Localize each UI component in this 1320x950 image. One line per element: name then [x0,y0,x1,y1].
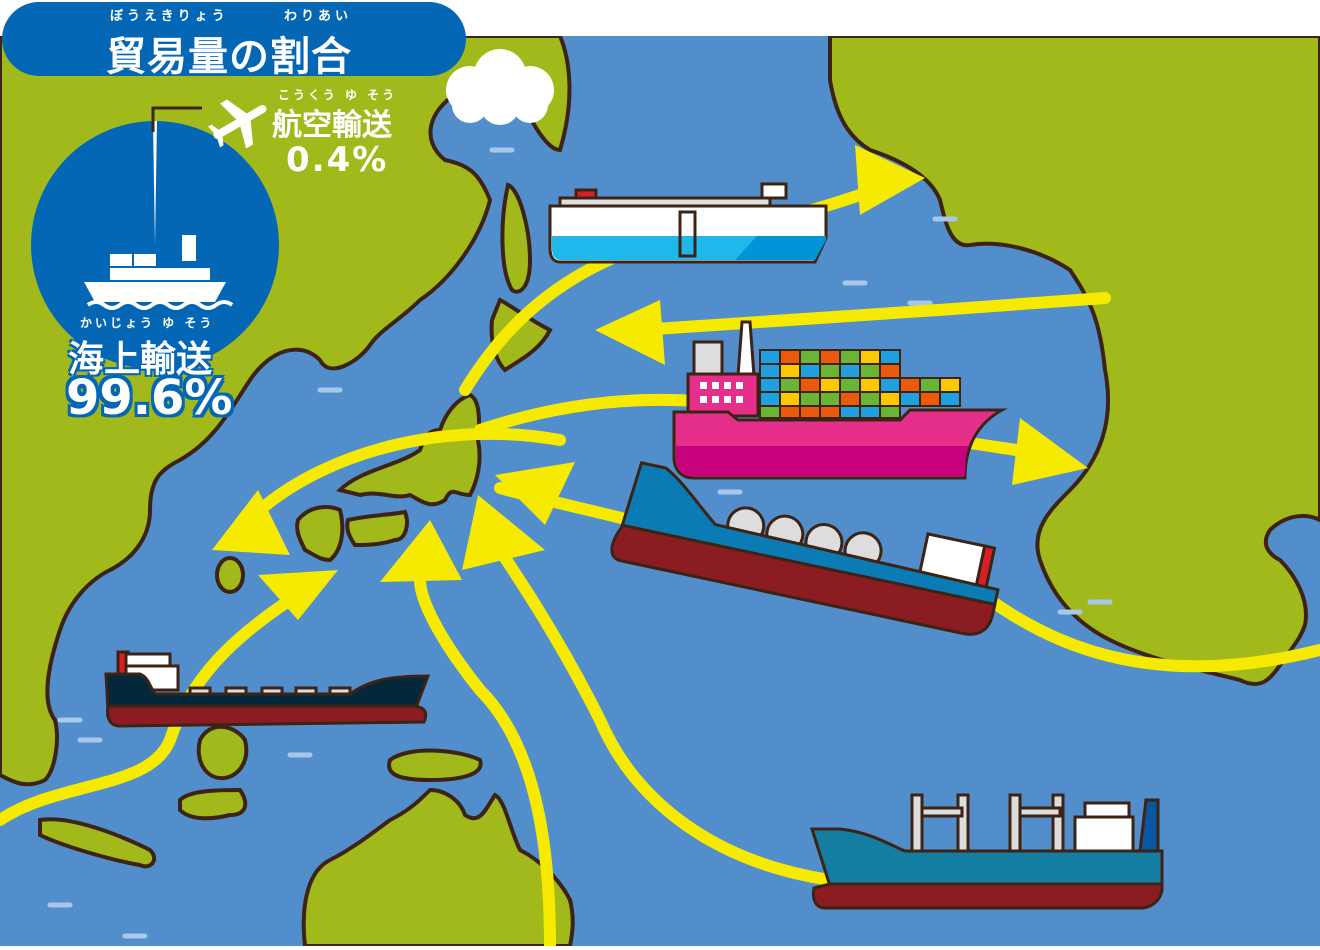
land-sakhalin [500,182,533,294]
sea-transport-ruby: かいじょう ゆ そう [80,316,215,330]
route-arrowheads [212,145,1088,620]
wave-marks [47,147,1113,939]
title-ruby-right: わりあい [284,9,353,24]
arrow-from-pacific [462,495,545,570]
lng-tanker [610,461,1000,636]
land-australia [301,787,575,948]
ship-icon [84,235,234,310]
land-island-2 [178,787,248,821]
bulk-carrier [809,793,1164,910]
sea-transport-value: 99.6% [66,370,233,426]
pie-air-slice [153,121,157,245]
pie-chart [31,106,279,369]
arrow-from-sea [258,570,338,620]
cloud [446,49,554,125]
land-taiwan [215,556,245,594]
title-ruby-left: ぼうえきりょう [110,9,229,24]
arrow-to-na [855,145,925,215]
air-transport-label: 航空輸送 [272,108,392,143]
land-borneo [196,724,249,781]
leader-line [151,106,202,132]
container-ship [672,320,1008,480]
page-title: 貿易量の割合 [106,34,352,80]
car-carrier-ship [548,182,828,264]
air-transport-ruby: こうくう ゆ そう [278,88,398,102]
arrow-to-na-2 [1012,418,1088,485]
land-new-guinea [387,748,483,783]
arrow-to-japan-1 [495,462,575,525]
land-kyushu [345,509,409,548]
sea-transport-label: 海上輸送 [68,339,213,380]
land-north-america [828,34,1320,686]
title-banner: ぼうえきりょう わりあい 貿易量の割合 [2,2,466,80]
land-island-1 [38,817,157,869]
air-transport-value: 0.4% [286,140,389,180]
oil-tanker [104,650,431,728]
arrow-from-australia [380,520,462,582]
airplane-icon [208,99,267,149]
arrow-to-china [212,490,290,555]
arrow-from-na [595,300,665,365]
land-korea [295,505,345,563]
land-japan [336,392,482,507]
